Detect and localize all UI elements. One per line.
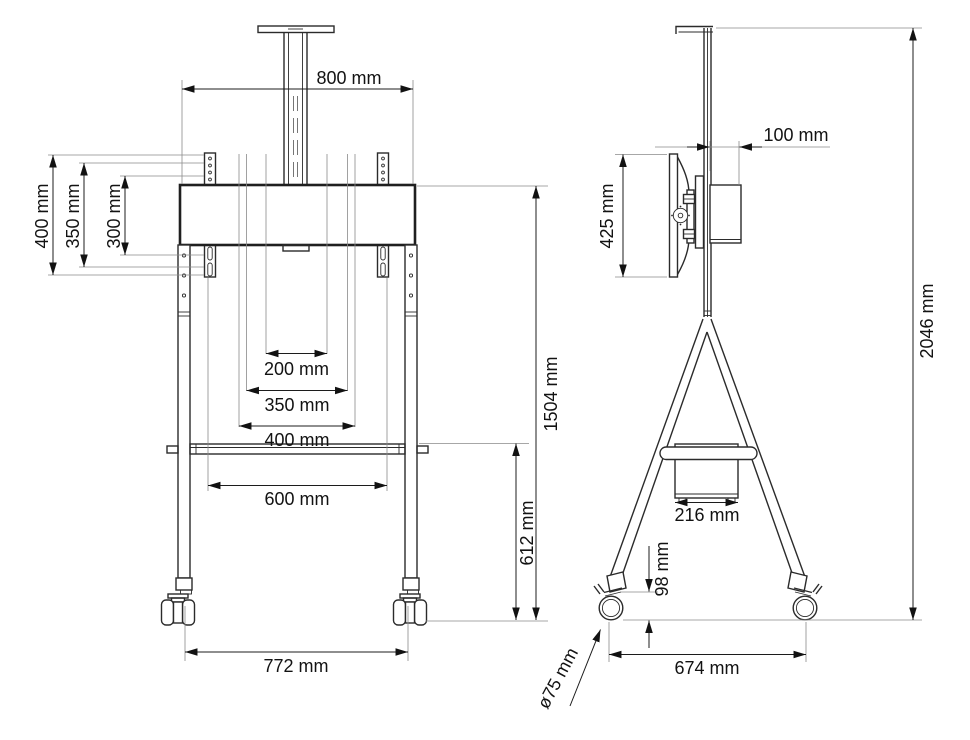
top-tray [257, 25, 335, 34]
shelf [166, 443, 429, 455]
display-bracket [178, 183, 417, 252]
dim-track-width: 772 mm [184, 606, 409, 676]
dim-wheel-base-label: 674 mm [674, 658, 739, 678]
dim-vesa-height-300: 300 mm [104, 175, 204, 256]
dim-vesa-height-300-label: 300 mm [104, 183, 124, 248]
dim-vesa-width-400: 400 mm [238, 154, 356, 450]
dim-foot-height-label: 98 mm [652, 541, 672, 596]
legs [175, 244, 420, 595]
caster-front-right [392, 593, 428, 626]
dim-column-offset: 100 mm [655, 125, 830, 185]
dim-bracket-height: 1504 mm [417, 185, 561, 622]
dim-foot-height: 98 mm [621, 541, 672, 648]
dim-bracket-height-label: 1504 mm [541, 356, 561, 431]
dim-total-height: 2046 mm [623, 27, 937, 621]
column [283, 33, 308, 185]
dim-track-width-label: 772 mm [263, 656, 328, 676]
dim-vesa-width-350-label: 350 mm [264, 395, 329, 415]
dim-vesa-width-350: 350 mm [246, 154, 348, 415]
side-shelf [659, 443, 758, 503]
rail-slots [207, 246, 386, 277]
front-view: 800 mm 400 mm 350 mm 300 mm 200 mm [32, 25, 561, 676]
caster-side-right [792, 583, 823, 621]
dim-vesa-width-400-label: 400 mm [264, 430, 329, 450]
dim-shelf-width: 600 mm [207, 278, 388, 509]
dim-vesa-width-200-label: 200 mm [264, 359, 329, 379]
dim-vesa-height-400-label: 400 mm [32, 183, 52, 248]
dim-display-height-label: 425 mm [597, 183, 617, 248]
dim-total-height-label: 2046 mm [917, 283, 937, 358]
display-profile [668, 153, 705, 278]
dim-vesa-height-350: 350 mm [63, 162, 204, 268]
side-bracket-box [709, 184, 742, 244]
caster-front-left [160, 593, 196, 626]
caster-side-left [593, 583, 624, 621]
side-column [703, 28, 712, 317]
dim-shelf-width-label: 600 mm [264, 489, 329, 509]
dim-vesa-width-200: 200 mm [264, 154, 329, 379]
dim-display-height: 425 mm [597, 154, 667, 278]
dim-bar-width: 800 mm [181, 68, 414, 184]
dim-bar-width-label: 800 mm [316, 68, 381, 88]
dim-shelf-depth: 216 mm [674, 498, 740, 525]
dim-caster-diameter-label: ø75 mm [533, 644, 582, 712]
dim-shelf-height: 612 mm [419, 443, 537, 620]
dim-vesa-height-400: 400 mm [32, 154, 204, 276]
side-view: 2046 mm 100 mm 425 mm 216 mm 98 mm [533, 25, 937, 712]
dim-caster-diameter: ø75 mm [533, 629, 601, 712]
dim-wheel-base: 674 mm [608, 622, 807, 678]
dim-vesa-height-350-label: 350 mm [63, 183, 83, 248]
dim-shelf-depth-label: 216 mm [674, 505, 739, 525]
dim-shelf-height-label: 612 mm [517, 500, 537, 565]
dim-column-offset-label: 100 mm [763, 125, 828, 145]
